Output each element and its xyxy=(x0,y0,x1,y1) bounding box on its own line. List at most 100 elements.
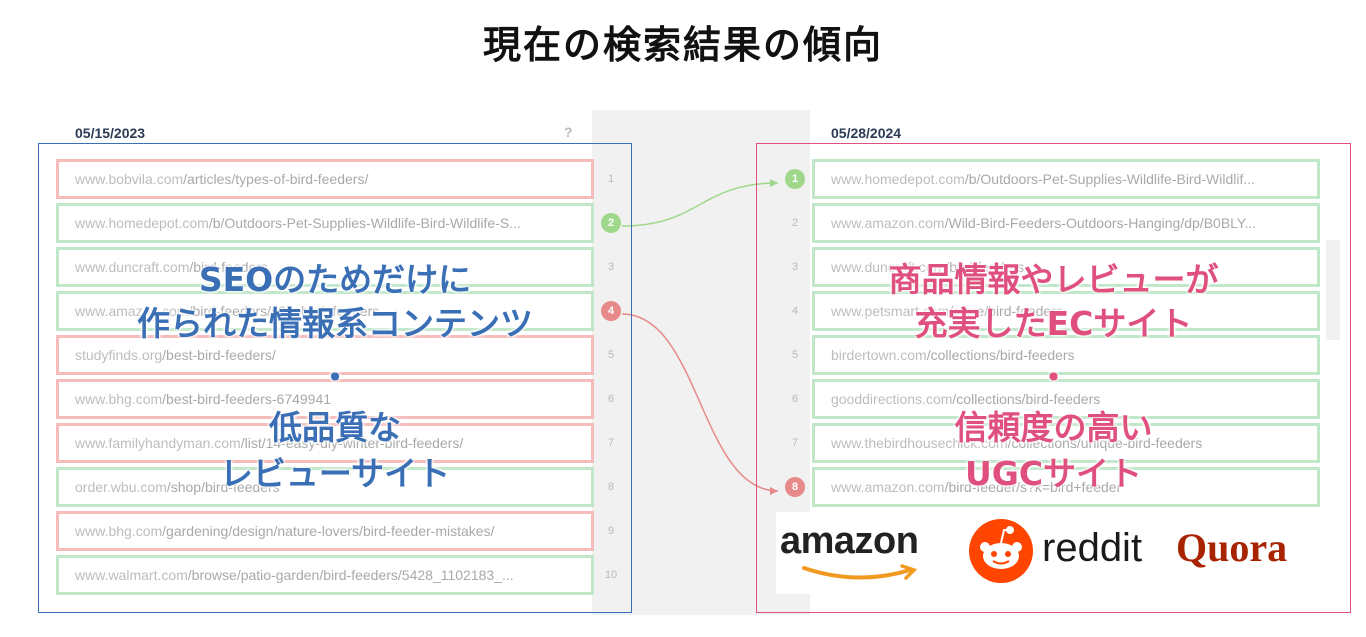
result-domain: order.wbu.com xyxy=(75,479,167,495)
result-domain: www.bhg.com xyxy=(75,523,163,539)
left-result-row[interactable]: www.bhg.com/best-bird-feeders-6749941 xyxy=(56,379,594,419)
rank-up-badge: 1 xyxy=(785,169,805,189)
rank-number: 10 xyxy=(604,569,618,581)
result-path: /list/14-easy-diy-winter-bird-feeders/ xyxy=(240,435,464,451)
result-domain: birdertown.com xyxy=(831,347,927,363)
result-domain: www.amazon.com xyxy=(75,303,189,319)
rank-number: 5 xyxy=(607,349,615,361)
result-path: /collections/bird-feeders xyxy=(952,391,1101,407)
result-domain: www.bobvila.com xyxy=(75,171,184,187)
down-arrowhead xyxy=(770,487,778,495)
left-annotation-line: 作られた情報系コンテンツ xyxy=(137,304,533,343)
rank-number: 6 xyxy=(791,393,799,405)
result-path: /browse/patio-garden/bird-feeders/5428_1… xyxy=(187,567,514,583)
rank-number: 7 xyxy=(607,437,615,449)
right-result-row[interactable]: www.amazon.com/bird-feeder/s?k=bird+feed… xyxy=(812,467,1320,507)
left-annotation-line: ・ xyxy=(318,358,352,397)
rank-number: 6 xyxy=(607,393,615,405)
result-domain: www.familyhandyman.com xyxy=(75,435,241,451)
result-domain: gooddirections.com xyxy=(831,391,953,407)
right-result-row[interactable]: gooddirections.com/collections/bird-feed… xyxy=(812,379,1320,419)
left-result-row[interactable]: www.homedepot.com/b/Outdoors-Pet-Supplie… xyxy=(56,203,594,243)
rank-number: 1 xyxy=(607,173,615,185)
result-path: /best-bird-feeders/ xyxy=(162,347,276,363)
rank-number: 5 xyxy=(791,349,799,361)
right-result-row[interactable]: www.thebirdhousechick.com/collections/un… xyxy=(812,423,1320,463)
result-domain: www.duncraft.com xyxy=(831,259,946,275)
right-annotation-line: ・ xyxy=(1037,358,1070,397)
right-result-row[interactable]: www.amazon.com/Wild-Bird-Feeders-Outdoor… xyxy=(812,203,1320,243)
result-path: /collections/bird-feeders xyxy=(926,347,1075,363)
result-domain: www.walmart.com xyxy=(75,567,188,583)
result-path: /shop/bird-feeders xyxy=(166,479,280,495)
right-highlight-frame xyxy=(756,143,1351,613)
right-result-row[interactable]: www.homedepot.com/b/Outdoors-Pet-Supplie… xyxy=(812,159,1320,199)
left-result-row[interactable]: order.wbu.com/shop/bird-feeders xyxy=(56,467,594,507)
left-result-row[interactable]: www.walmart.com/browse/patio-garden/bird… xyxy=(56,555,594,595)
result-domain: www.petsmart.com xyxy=(831,303,950,319)
right-date: 05/28/2024 xyxy=(831,125,902,141)
result-domain: www.thebirdhousechick.com xyxy=(831,435,1008,451)
result-domain: www.amazon.com xyxy=(831,215,945,231)
right-annotation-line: 信頼度の高い xyxy=(954,408,1153,447)
result-domain: www.duncraft.com xyxy=(75,259,190,275)
left-result-row[interactable]: www.bhg.com/gardening/design/nature-love… xyxy=(56,511,594,551)
result-path: /bird-feeders xyxy=(945,259,1024,275)
result-domain: www.amazon.com xyxy=(831,479,945,495)
result-path: /b/Outdoors-Pet-Supplies-Wildlife-Bird-W… xyxy=(964,171,1256,187)
result-path: /store/bird-feeders xyxy=(949,303,1063,319)
amazon-smile-icon xyxy=(802,564,918,580)
right-annotation-line: 充実したECサイト xyxy=(914,304,1193,343)
left-result-row[interactable]: studyfinds.org/best-bird-feeders/ xyxy=(56,335,594,375)
result-path: /collections/unique-bird-feeders xyxy=(1007,435,1203,451)
rank-number: 3 xyxy=(791,261,799,273)
left-annotation-line: レビューサイト xyxy=(219,454,451,493)
left-result-row[interactable]: www.bobvila.com/articles/types-of-bird-f… xyxy=(56,159,594,199)
left-annotation-line: SEOのためだけに xyxy=(198,260,472,299)
rank-number: 9 xyxy=(607,525,615,537)
up-connector xyxy=(621,182,779,227)
left-date: 05/15/2023 xyxy=(75,125,146,141)
result-domain: www.homedepot.com xyxy=(831,171,965,187)
result-domain: www.homedepot.com xyxy=(75,215,209,231)
down-connector xyxy=(621,313,779,492)
brand-logos: amazon reddit Quora xyxy=(776,512,1316,594)
rank-number: 8 xyxy=(607,481,615,493)
left-result-row[interactable]: www.familyhandyman.com/list/14-easy-diy-… xyxy=(56,423,594,463)
left-annotation-line: 低品質な xyxy=(269,408,401,447)
rank-number: 2 xyxy=(791,217,799,229)
left-highlight-frame xyxy=(38,143,632,613)
right-result-row[interactable]: birdertown.com/collections/bird-feeders xyxy=(812,335,1320,375)
amazon-logo: amazon xyxy=(780,520,919,580)
result-path: /articles/types-of-bird-feeders/ xyxy=(183,171,369,187)
comparison-gap xyxy=(592,110,810,615)
rank-number: 7 xyxy=(791,437,799,449)
result-path: /gardening/design/nature-lovers/bird-fee… xyxy=(162,523,495,539)
left-result-row[interactable]: www.duncraft.com/bird-feeders xyxy=(56,247,594,287)
quora-logo: Quora xyxy=(1176,525,1288,570)
result-domain: www.bhg.com xyxy=(75,391,163,407)
rank-number: 3 xyxy=(607,261,615,273)
left-result-row[interactable]: www.amazon.com/bird-feeders/s?k=bird+fee… xyxy=(56,291,594,331)
result-domain: studyfinds.org xyxy=(75,347,163,363)
result-path: /b/Outdoors-Pet-Supplies-Wildlife-Bird-W… xyxy=(208,215,521,231)
reddit-snoo-icon xyxy=(969,519,1033,583)
rank-number: 4 xyxy=(791,305,799,317)
result-path: /bird-feeders xyxy=(189,259,268,275)
result-path: /bird-feeder/s?k=bird+feeder xyxy=(944,479,1122,495)
right-result-row[interactable]: www.duncraft.com/bird-feeders xyxy=(812,247,1320,287)
up-arrowhead xyxy=(770,179,778,187)
right-annotation-line: 商品情報やレビューが xyxy=(888,260,1219,299)
rank-down-badge: 4 xyxy=(601,301,621,321)
result-path: /Wild-Bird-Feeders-Outdoors-Hanging/dp/B… xyxy=(944,215,1257,231)
right-scrollbar[interactable] xyxy=(1326,240,1340,340)
page-title: 現在の検索結果の傾向 xyxy=(482,23,883,67)
right-result-row[interactable]: www.petsmart.com/store/bird-feeders xyxy=(812,291,1320,331)
rank-down-badge: 8 xyxy=(785,477,805,497)
rank-up-badge: 2 xyxy=(601,213,621,233)
help-icon[interactable]: ? xyxy=(564,124,573,140)
right-annotation-line: UGCサイト xyxy=(964,454,1143,493)
result-path: /best-bird-feeders-6749941 xyxy=(162,391,332,407)
reddit-logo-text: reddit xyxy=(1042,526,1143,570)
